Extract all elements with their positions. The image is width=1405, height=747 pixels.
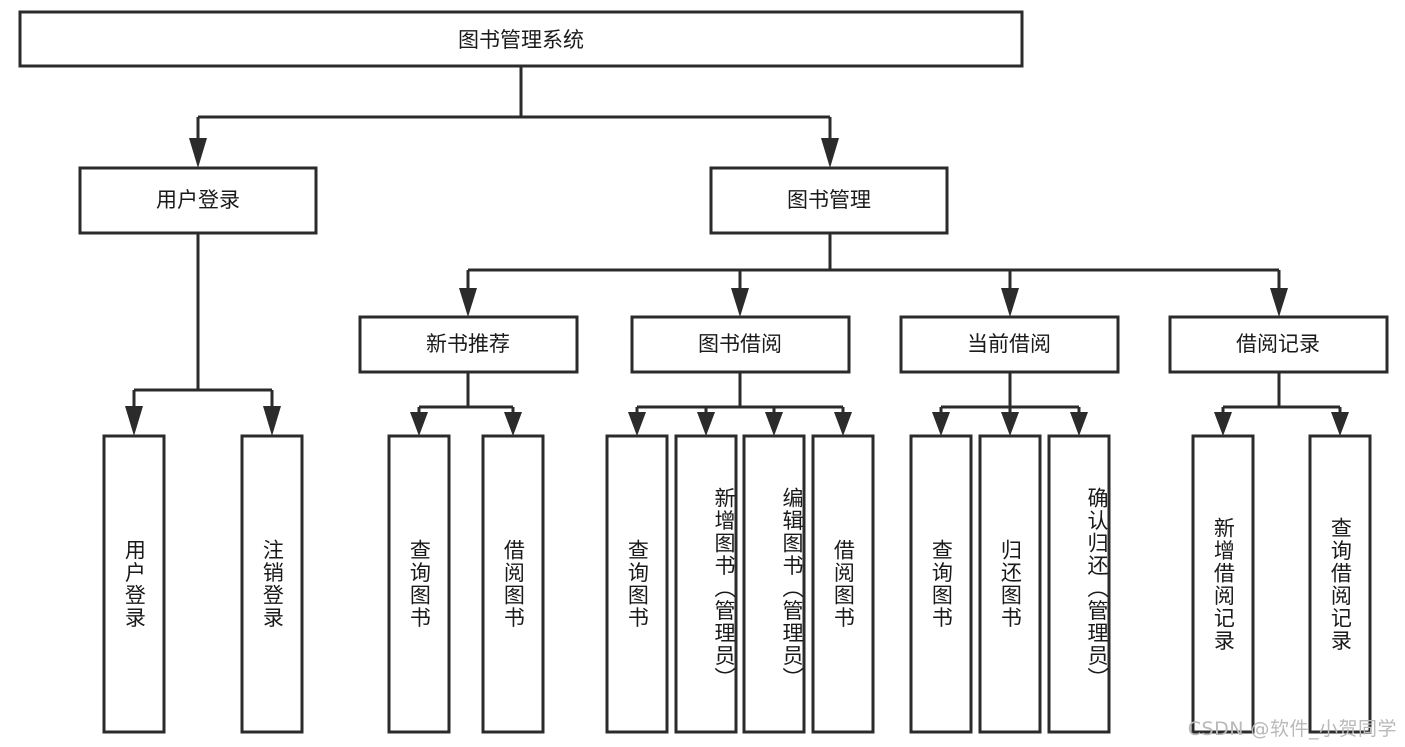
arrow-head-user-login-leaf-1 [263, 406, 281, 436]
node-user-login-label: 用户登录 [156, 188, 240, 212]
arrow-head-current-borrow-leaf-0 [932, 412, 950, 436]
leaf-box-current-borrow-0[interactable] [909, 434, 973, 734]
leaf-box-borrow-record-0[interactable] [1191, 434, 1255, 734]
node-book-borrow-label: 图书借阅 [698, 332, 782, 356]
node-current-borrow-box[interactable] [899, 315, 1120, 374]
node-user-login[interactable]: 用户登录 [78, 166, 318, 235]
node-root[interactable]: 图书管理系统 [18, 10, 1024, 68]
connector-group-borrow-record [1214, 372, 1349, 436]
node-current-borrow[interactable]: 当前借阅 [899, 315, 1120, 374]
arrow-head-book-borrow-leaf-1 [697, 412, 715, 436]
node-new-book-recommend[interactable]: 新书推荐 [358, 315, 579, 374]
node-borrow-record-label: 借阅记录 [1236, 332, 1320, 356]
node-current-borrow-label: 当前借阅 [967, 332, 1051, 356]
leaf-box-new-book-1[interactable] [481, 434, 545, 734]
watermark-text: CSDN @软件_小贺同学 [1187, 718, 1397, 740]
arrow-head-borrow-record-leaf-1 [1331, 412, 1349, 436]
node-new-book-recommend-label: 新书推荐 [426, 332, 510, 356]
leaf-box-new-book-0[interactable] [387, 434, 451, 734]
node-book-borrow-box[interactable] [630, 315, 851, 374]
arrow-head-current-borrow-leaf-2 [1070, 412, 1088, 436]
arrow-head-book-borrow-leaf-3 [834, 412, 852, 436]
node-root-label: 图书管理系统 [458, 28, 584, 52]
connector-group-root [189, 66, 839, 168]
leaf-box-current-borrow-2[interactable] [1047, 434, 1111, 734]
leaf-box-book-borrow-2[interactable] [742, 434, 806, 734]
connector-group-new-book-recommend [410, 372, 522, 436]
leaf-box-user-login-1[interactable] [240, 434, 304, 734]
arrow-head-current-borrow-leaf-1 [1001, 412, 1019, 436]
node-borrow-record-box[interactable] [1168, 315, 1389, 374]
connector-group-book-borrow [628, 372, 852, 436]
connector-group-current-borrow [932, 372, 1088, 436]
node-book-management-box[interactable] [709, 166, 949, 235]
leaf-box-book-borrow-1[interactable] [674, 434, 738, 734]
arrow-head-book-borrow-leaf-0 [628, 412, 646, 436]
connector-group-book-management [459, 233, 1288, 317]
node-book-management[interactable]: 图书管理 [709, 166, 949, 235]
arrow-head-book-borrow-leaf-2 [765, 412, 783, 436]
node-book-borrow[interactable]: 图书借阅 [630, 315, 851, 374]
arrow-head-borrow-record [1270, 288, 1288, 317]
arrow-head-user-login [189, 138, 207, 168]
node-root-box[interactable] [18, 10, 1024, 68]
leaf-box-user-login-0[interactable] [102, 434, 166, 734]
leaf-box-current-borrow-1[interactable] [978, 434, 1042, 734]
node-new-book-recommend-box[interactable] [358, 315, 579, 374]
leaf-box-book-borrow-0[interactable] [605, 434, 669, 734]
arrow-head-current-borrow [1001, 288, 1019, 317]
connector-group-user-login [125, 233, 281, 436]
arrow-head-book-mgmt [821, 138, 839, 168]
arrow-head-new-book-leaf-0 [410, 412, 428, 436]
node-book-management-label: 图书管理 [787, 188, 871, 212]
node-borrow-record[interactable]: 借阅记录 [1168, 315, 1389, 374]
arrow-head-borrow-record-leaf-0 [1214, 412, 1232, 436]
arrow-head-book-borrow [731, 288, 749, 317]
arrow-head-new-book [459, 288, 477, 317]
leaf-box-book-borrow-3[interactable] [811, 434, 875, 734]
node-user-login-box[interactable] [78, 166, 318, 235]
arrow-head-new-book-leaf-1 [504, 412, 522, 436]
arrow-head-user-login-leaf-0 [125, 406, 143, 436]
leaf-box-borrow-record-1[interactable] [1308, 434, 1372, 734]
